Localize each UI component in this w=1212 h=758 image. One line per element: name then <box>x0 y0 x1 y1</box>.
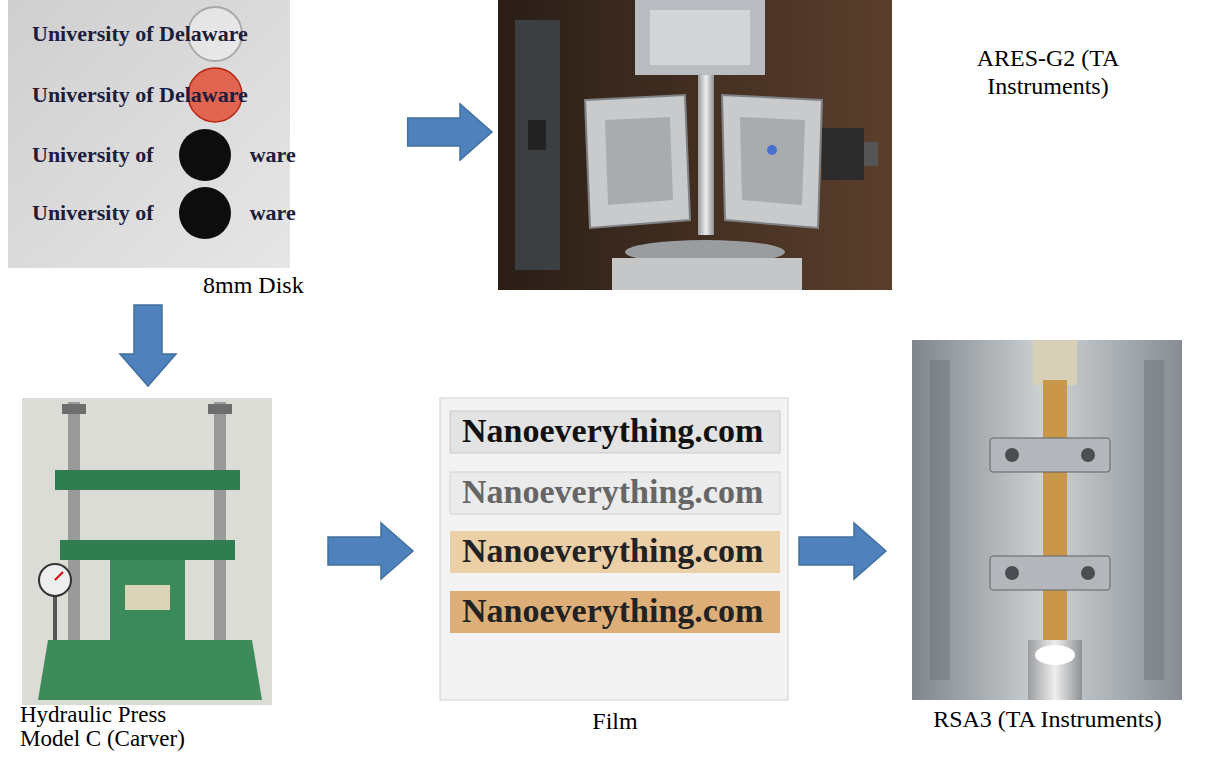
film-text: Nanoeverything.com <box>462 411 763 450</box>
caption: Hydraulic Press Model C (Carver) <box>20 703 225 751</box>
printed-text: ware <box>250 142 296 167</box>
tensile-tester-photo <box>912 340 1182 700</box>
film-text: Nanoeverything.com <box>462 591 763 630</box>
printed-text: University of <box>32 200 154 225</box>
printed-text: University of Delaware <box>32 21 248 46</box>
block-arrow <box>799 523 886 579</box>
block-arrow <box>328 523 413 579</box>
caption: Film <box>440 708 790 736</box>
caption: ARES-G2 (TA Instruments) <box>948 45 1148 100</box>
caption: RSA3 (TA Instruments) <box>895 706 1200 734</box>
printed-text: University of <box>32 142 154 167</box>
press-photo <box>22 398 272 705</box>
printed-text: University of Delaware <box>32 82 248 107</box>
film-panel: Nanoeverything.comNanoeverything.comNano… <box>440 398 792 738</box>
tensile-tester-panel: RSA3 (TA Instruments) <box>895 340 1202 745</box>
printed-text: ware <box>250 200 296 225</box>
film-text: Nanoeverything.com <box>462 472 763 511</box>
rheometer-photo <box>498 0 892 290</box>
film-photo <box>440 398 788 700</box>
disk-photo-panel: University of DelawareUniversity of Dela… <box>8 0 306 305</box>
press-panel: Hydraulic Press Model C (Carver) <box>15 398 285 754</box>
rheometer-panel: ARES-G2 (TA Instruments) <box>498 0 1158 295</box>
block-arrow <box>408 104 492 160</box>
block-arrow <box>120 305 176 386</box>
disk-photo <box>8 0 290 268</box>
caption: 8mm Disk <box>203 272 304 300</box>
film-text: Nanoeverything.com <box>462 531 763 570</box>
